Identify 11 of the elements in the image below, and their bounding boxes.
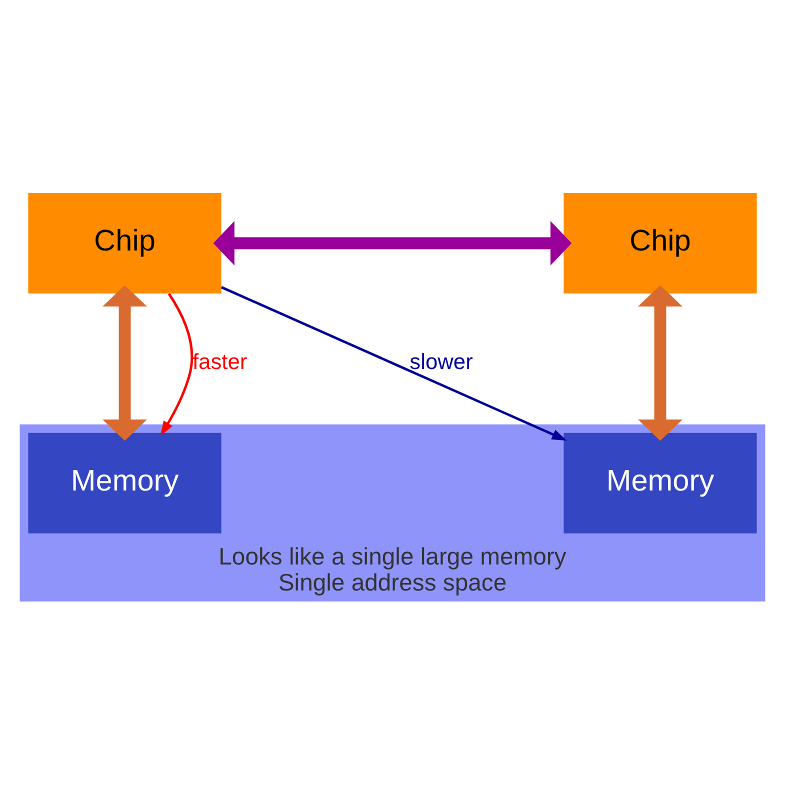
node-box: Memory — [564, 432, 757, 533]
node-box: Chip — [564, 192, 757, 293]
arrow — [160, 292, 194, 436]
edge-label: slower — [410, 348, 473, 374]
node-box: Chip — [28, 192, 222, 293]
edge-label: faster — [192, 348, 248, 374]
arrow — [638, 284, 682, 440]
arrow — [220, 286, 567, 440]
arrow — [102, 284, 148, 440]
node-box: Memory — [28, 432, 222, 533]
arrow — [213, 220, 572, 265]
